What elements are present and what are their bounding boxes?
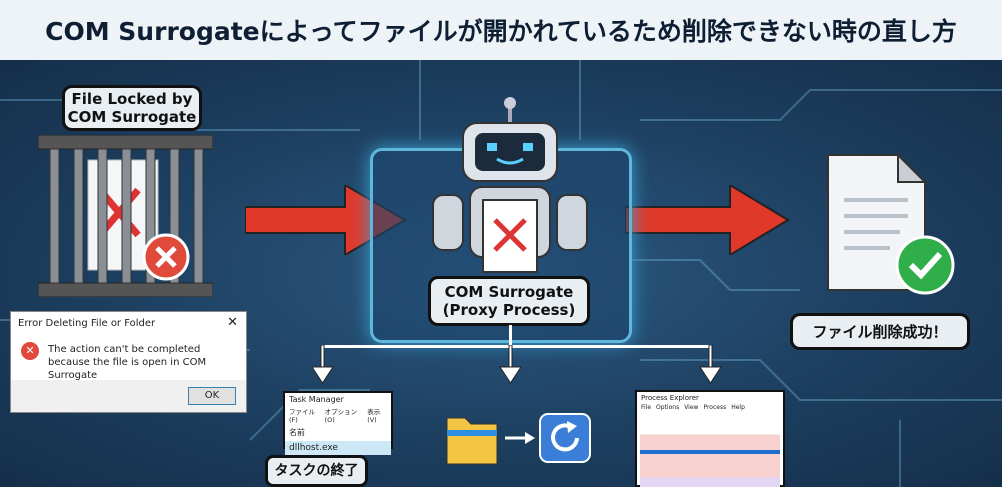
process-row[interactable]: dllhost.exe [285, 441, 391, 455]
label-line: (Proxy Process) [442, 301, 576, 319]
menu-item[interactable]: 表示(V) [367, 408, 381, 424]
menu-item[interactable]: Help [731, 404, 745, 411]
column-header: 名前 [289, 428, 305, 437]
menu-item[interactable]: Options [656, 404, 680, 411]
connector-line [322, 345, 712, 348]
label-line: File Locked by [71, 90, 193, 108]
page-title: COM Surrogateによってファイルが開かれているため削除できない時の直し… [0, 0, 1002, 60]
document-success-icon [827, 152, 955, 295]
label-line: COM Surrogate [444, 283, 574, 301]
jail-cage-icon [38, 135, 213, 297]
red-arrow-icon [625, 185, 790, 255]
dialog-message: The action can't be completed because th… [48, 344, 207, 381]
task-manager-title: Task Manager [289, 395, 344, 404]
dialog-footer: OK [11, 380, 246, 412]
error-dialog: Error Deleting File or Folder ✕ ✕ The ac… [10, 311, 247, 413]
success-label: ファイル削除成功！ [790, 313, 970, 350]
menu-item[interactable]: オプション(O) [324, 408, 358, 424]
menu-item[interactable]: View [684, 404, 699, 411]
menu-item[interactable]: File [641, 404, 652, 411]
explorer-restart-icons [446, 413, 591, 465]
process-list[interactable] [640, 425, 780, 487]
connector-line [509, 325, 512, 347]
dialog-title: Error Deleting File or Folder [18, 318, 156, 329]
label-line: COM Surrogate [67, 108, 197, 126]
menu-item[interactable]: Process [703, 404, 727, 411]
end-task-button[interactable]: タスクの終了 [265, 455, 368, 487]
error-icon: ✕ [21, 342, 39, 360]
process-explorer-title: Process Explorer [641, 394, 699, 402]
robot-icon [432, 97, 588, 273]
down-arrows [312, 345, 722, 384]
process-explorer-window: Process Explorer File Options View Process H… [635, 390, 785, 487]
com-surrogate-label: COM Surrogate(Proxy Process) [428, 276, 590, 326]
close-icon[interactable]: ✕ [227, 315, 238, 330]
task-manager-window: Task Manager ファイル(F) オプション(O) 表示(V) 名前 dll… [283, 391, 393, 455]
ok-button[interactable]: OK [188, 387, 236, 405]
menu-item[interactable]: ファイル(F) [289, 408, 315, 424]
